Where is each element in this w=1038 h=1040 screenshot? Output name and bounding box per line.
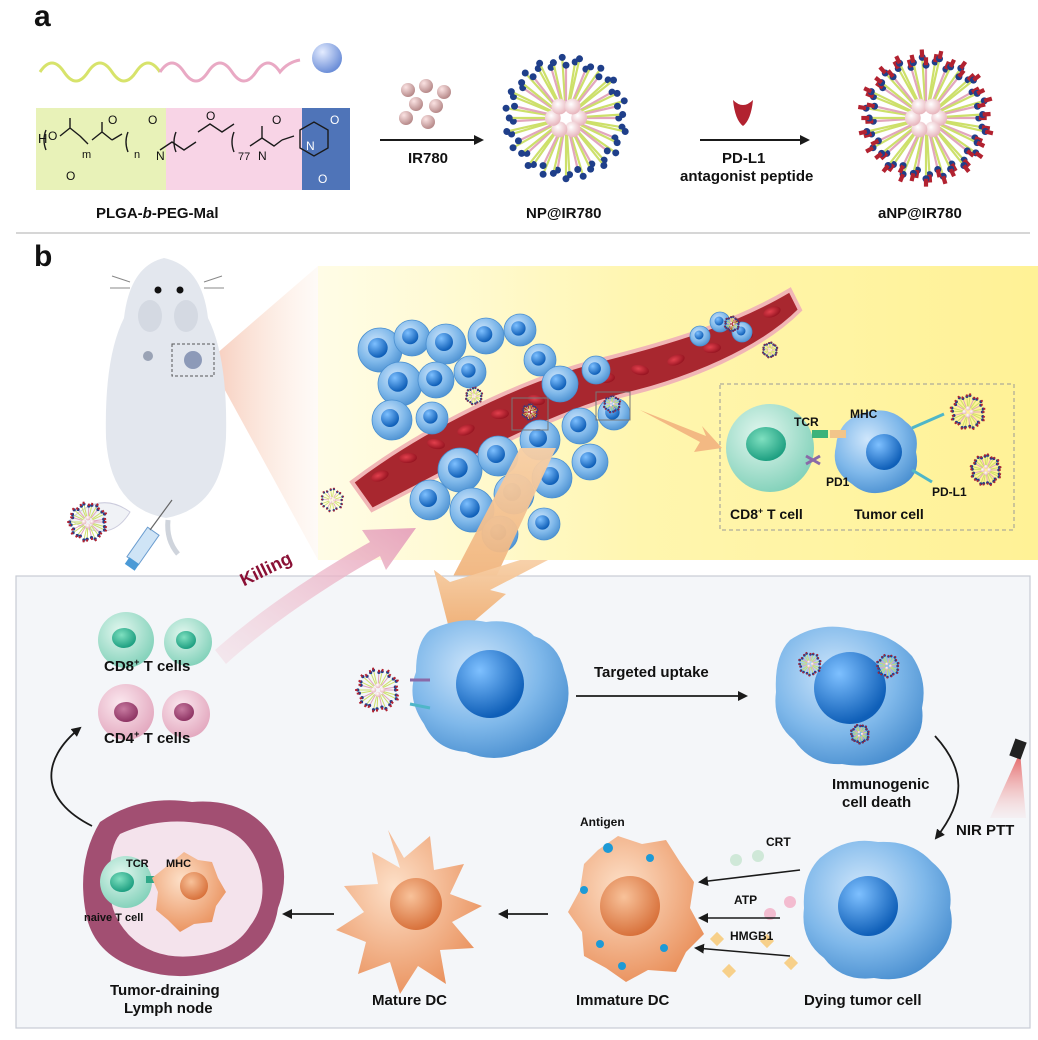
label-lymph-mhc: MHC <box>166 858 192 870</box>
label-lymph-tcr: TCR <box>126 858 149 870</box>
label-tumor-cell: Tumor cell <box>854 506 924 522</box>
atom-o4: O <box>148 113 157 127</box>
subscript-77: 77 <box>238 151 250 163</box>
label-atp: ATP <box>734 893 758 907</box>
peg-wave-pink <box>158 58 301 83</box>
uptake-zoom-box-2 <box>595 391 631 421</box>
polymer-name: PLGA-b-PEG-Mal <box>96 205 219 222</box>
label-pdl1: PD-L1 <box>932 485 967 499</box>
peg-wave <box>38 61 162 83</box>
label-crt: CRT <box>766 835 791 849</box>
internalized-nanoparticles <box>798 651 900 745</box>
peg-block <box>166 108 302 190</box>
subscript-m: m <box>82 149 91 161</box>
red-blood-cells <box>371 306 781 482</box>
cd8-t-cells <box>98 612 212 668</box>
reagent-ir780: IR780 <box>408 150 449 167</box>
atom-o5: O <box>206 109 215 123</box>
zoom-cone <box>215 266 318 560</box>
immune-synapse-inset <box>719 383 1015 531</box>
label-icd-line2: cell death <box>842 794 912 811</box>
label-nir-ptt: NIR PTT <box>956 822 1015 839</box>
label-cd8-t-cells: CD8+ T cells <box>104 657 191 675</box>
tumor-zoom-box <box>171 343 215 377</box>
atom-o2: O <box>66 169 75 183</box>
atom-o7: O <box>330 113 339 127</box>
maleimide-ball <box>312 43 342 73</box>
arrow-lymph-to-tcells <box>50 726 93 827</box>
product-anp-ir780: aNP@IR780 <box>878 205 962 222</box>
label-targeted-uptake: Targeted uptake <box>594 664 709 681</box>
atom-n2: N <box>258 149 267 163</box>
atom-n1: N <box>156 149 165 163</box>
reagent-pdl1-line1: PD-L1 <box>722 150 766 167</box>
inset-tumor-nucleus <box>866 434 902 470</box>
chemical-structure <box>43 118 329 157</box>
subscript-n: n <box>134 149 140 161</box>
label-mhc: MHC <box>850 407 878 421</box>
label-cd4-t-cells: CD4+ T cells <box>104 729 191 747</box>
pdl1-ligand-top <box>911 412 945 430</box>
label-tcr: TCR <box>794 415 819 429</box>
panel-a-letter: a <box>34 0 51 33</box>
antigen-dots <box>580 843 668 970</box>
atom-n3: N <box>306 139 315 153</box>
nanoparticle-anp-ir780 <box>857 49 994 187</box>
label-pd1: PD1 <box>826 475 850 489</box>
label-immature-dc: Immature DC <box>576 992 670 1009</box>
damp-molecules <box>709 850 799 979</box>
arrow-to-inset <box>640 410 722 452</box>
label-cd8-t-cell: CD8+ T cell <box>730 505 803 522</box>
big-arrow-down-front <box>434 560 548 640</box>
label-lymph-node-line2: Lymph node <box>124 1000 213 1017</box>
nir-laser-device <box>1009 738 1027 760</box>
targeted-tumor-nucleus <box>456 650 524 718</box>
targeting-nanoparticle <box>355 667 400 713</box>
atom-o3: O <box>108 113 117 127</box>
killing-arrow <box>215 528 416 664</box>
label-dying-tumor-cell: Dying tumor cell <box>804 992 922 1009</box>
product-np-ir780: NP@IR780 <box>526 205 602 222</box>
tcr-receptor <box>812 430 828 438</box>
lymph-dc-nucleus <box>180 872 208 900</box>
panel-a: H O O O O N O N O N O O m n 77 <box>36 43 994 190</box>
label-lymph-node-line1: Tumor-draining <box>110 982 220 999</box>
reagent-pdl1-line2: antagonist peptide <box>680 168 814 185</box>
mhc-molecule <box>830 430 846 438</box>
plga-block <box>36 108 166 190</box>
inset-cd8-nucleus <box>746 427 786 461</box>
label-hmgb1: HMGB1 <box>730 929 774 943</box>
immature-dc-nucleus <box>600 876 660 936</box>
inset-nanoparticles <box>949 393 1002 487</box>
panel-b-letter: b <box>34 240 53 273</box>
mature-dc-nucleus <box>390 878 442 930</box>
atom-o1: O <box>48 129 57 143</box>
naive-t-cell-nucleus <box>110 872 134 892</box>
mouse <box>105 258 227 556</box>
pd1-receptor <box>805 454 821 466</box>
ir780-molecules <box>399 79 451 129</box>
label-antigen: Antigen <box>580 815 625 829</box>
atom-o6: O <box>272 113 281 127</box>
nanoparticle-np-ir780 <box>502 53 629 183</box>
atom-h: H <box>38 131 47 146</box>
nir-laser-beam <box>990 752 1026 818</box>
peptide-icon <box>733 100 753 126</box>
dying-tumor-nucleus <box>838 876 898 936</box>
uptake-tumor-nucleus <box>814 652 886 724</box>
atom-o8: O <box>318 172 327 186</box>
syringe-nanoparticle <box>67 501 108 543</box>
label-icd-line1: Immunogenic <box>832 776 930 793</box>
uptake-zoom-box-1 <box>511 397 549 431</box>
targeted-receptor-2 <box>409 702 431 710</box>
vessel-nanoparticles <box>320 315 779 513</box>
cd4-t-cells <box>98 684 210 740</box>
label-naive-t-cell: naive T cell <box>84 912 144 924</box>
arrow-hmgb1 <box>694 943 791 957</box>
pdl1-ligand <box>911 468 933 484</box>
label-mature-dc: Mature DC <box>372 992 448 1009</box>
arrow-to-dying <box>934 735 960 840</box>
arrow-crt <box>698 869 801 887</box>
